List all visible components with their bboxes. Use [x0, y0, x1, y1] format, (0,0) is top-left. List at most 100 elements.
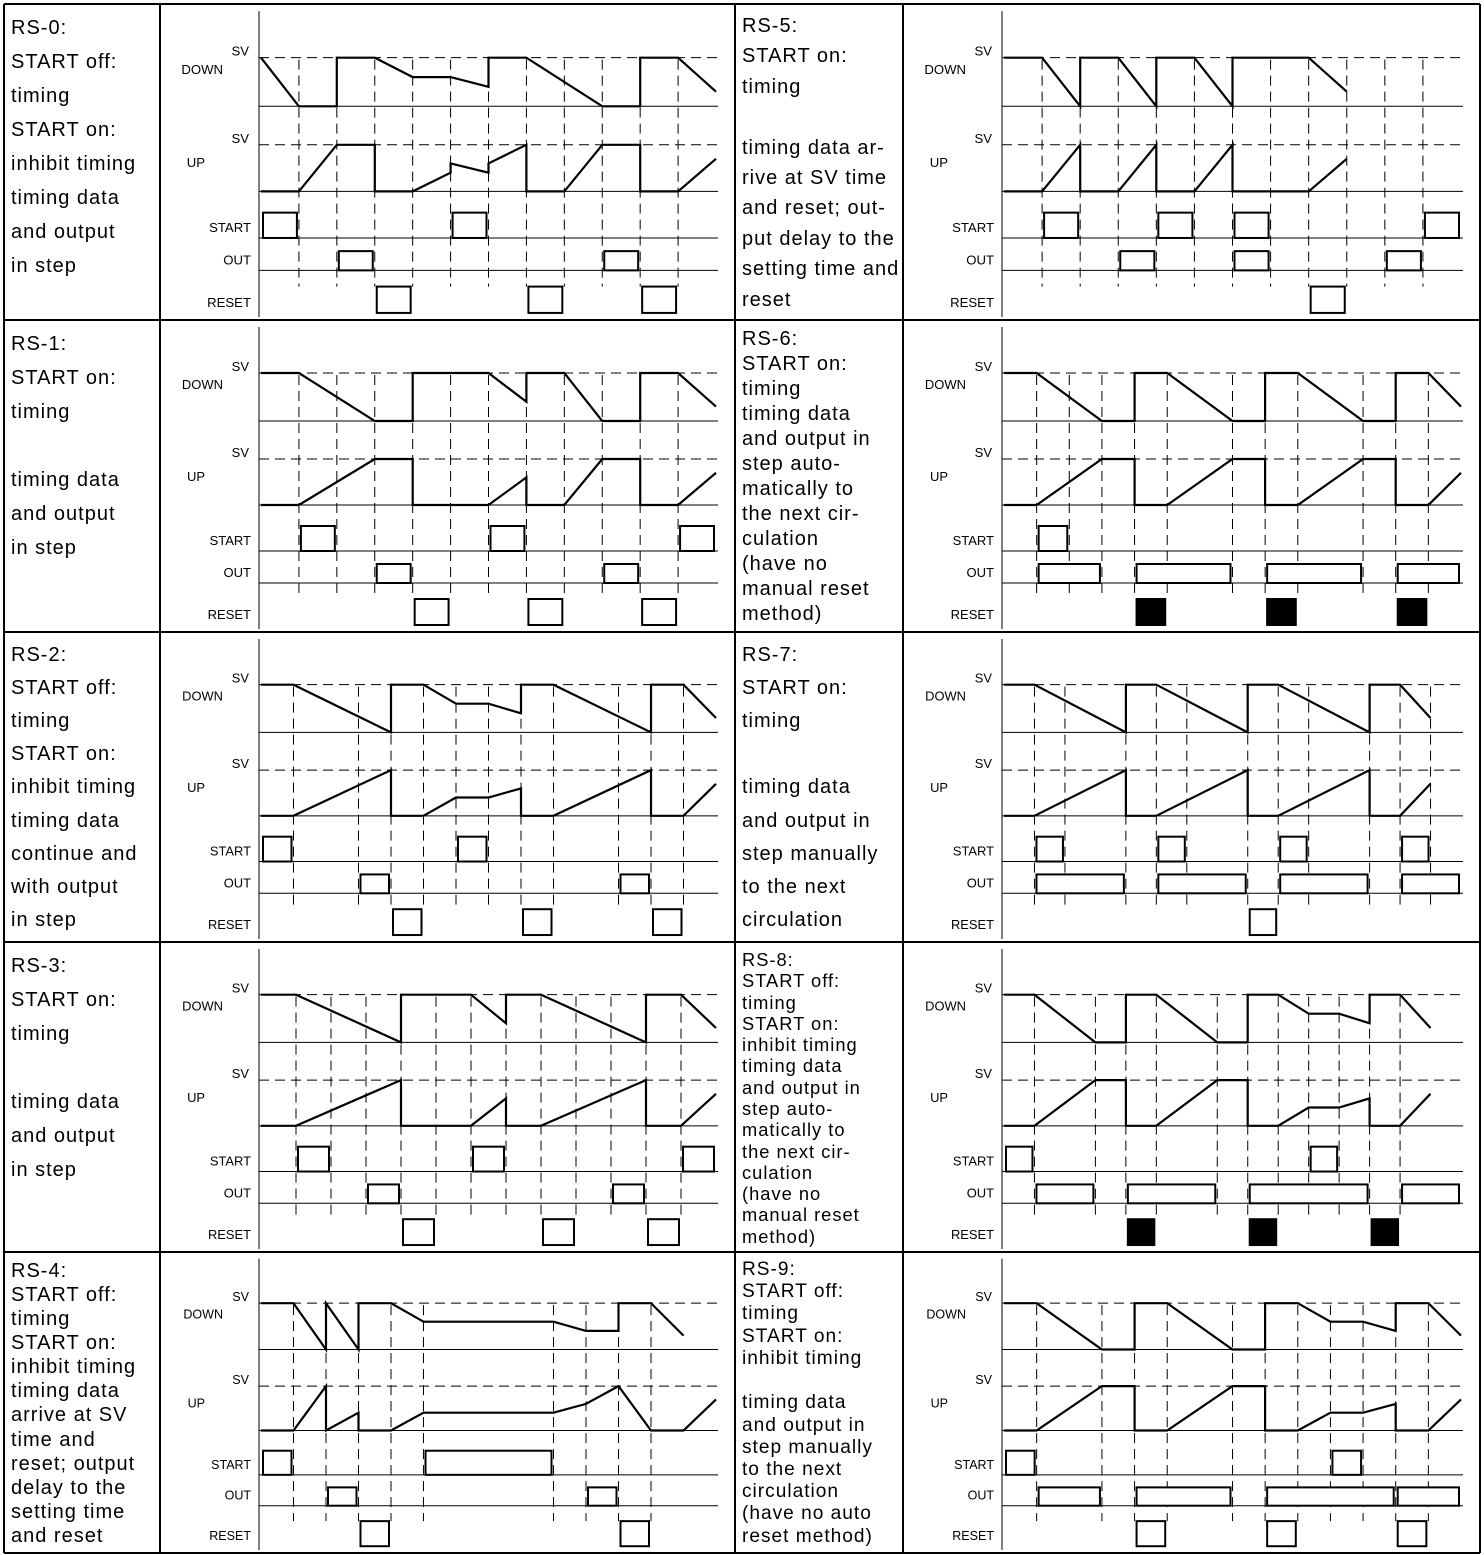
mode-description-line: timing: [742, 75, 802, 98]
mode-description-line: manual reset: [742, 578, 870, 600]
down-label: DOWN: [181, 62, 223, 77]
mode-description-line: START on:: [742, 45, 848, 68]
out-pulse: [327, 1486, 358, 1507]
mode-description-line: reset method): [742, 1525, 873, 1547]
reset-pulse: [527, 598, 564, 626]
reset-pulse: [1309, 285, 1346, 314]
mode-description-line: timing data: [11, 809, 120, 832]
out-pulse: [1135, 563, 1232, 584]
reset-label: RESET: [951, 917, 994, 932]
reset-pulse: [527, 285, 564, 314]
start-pulse: [1309, 1145, 1339, 1173]
up-counter-trace: [1004, 1079, 1432, 1127]
reset-pulse: [1396, 598, 1428, 626]
mode-description-line: setting time and: [742, 258, 898, 281]
mode-description-line: culation: [742, 528, 819, 550]
down-counter-trace: [261, 683, 717, 735]
mode-description-line: timing data: [11, 469, 120, 491]
reset-pulse: [641, 285, 678, 314]
mode-description-line: timing data: [742, 403, 851, 425]
reset-label: RESET: [208, 917, 251, 932]
reset-label: RESET: [208, 1227, 251, 1242]
mode-description-line: timing: [742, 710, 802, 733]
down-counter-trace: [1004, 371, 1462, 423]
mode-description-line: START on:: [742, 677, 848, 700]
mode-description-line: step manually: [742, 1436, 873, 1458]
sv-label: SV: [975, 359, 993, 374]
out-label: OUT: [967, 875, 994, 890]
out-pulse: [1396, 563, 1461, 584]
mode-description-line: inhibit timing: [742, 1034, 858, 1056]
reset-pulse: [619, 1520, 650, 1548]
mode-id-label: RS-7:: [742, 644, 799, 666]
mode-description-line: the next cir-: [742, 1140, 851, 1162]
reset-pulse: [1266, 1520, 1297, 1548]
sv-label: SV: [232, 1066, 250, 1081]
up-label: UP: [930, 469, 948, 484]
down-label: DOWN: [183, 1308, 223, 1322]
mode-description-line: culation: [742, 1161, 814, 1183]
mode-id-label: RS-5:: [742, 15, 799, 37]
mode-description-line: timing: [11, 710, 71, 733]
out-pulse: [587, 1486, 618, 1507]
sv-label: SV: [232, 756, 250, 771]
up-label: UP: [930, 1090, 948, 1105]
mode-description-line: arrive at SV: [11, 1404, 128, 1427]
mode-description-line: step auto-: [742, 453, 841, 475]
sv-label: SV: [975, 671, 993, 686]
sv-label: SV: [974, 131, 992, 146]
mode-id-label: RS-8:: [742, 949, 794, 970]
sv-label: SV: [232, 445, 250, 460]
sv-label: SV: [975, 981, 993, 996]
mode-description-line: circulation: [742, 1481, 840, 1503]
up-counter-trace: [261, 457, 717, 507]
out-pulse: [1266, 563, 1363, 584]
mode-description-line: [11, 1051, 155, 1085]
start-label: START: [952, 220, 994, 235]
reset-pulse: [375, 285, 412, 314]
mode-description-line: matically to: [742, 478, 855, 500]
reset-pulse: [1126, 1218, 1156, 1247]
sv-label: SV: [975, 1066, 993, 1081]
mode-description-line: timing data: [11, 1380, 120, 1403]
mode-id-label: RS-3:: [11, 955, 68, 977]
out-pulse: [1401, 1183, 1461, 1205]
sv-label: SV: [975, 1290, 992, 1304]
up-label: UP: [187, 780, 205, 795]
out-pulse: [1248, 1183, 1369, 1205]
sv-label: SV: [975, 756, 993, 771]
mode-description-line: the next cir-: [742, 503, 860, 525]
mode-description-line: timing: [11, 401, 71, 423]
out-pulse: [603, 563, 640, 584]
start-pulse: [1157, 835, 1186, 863]
mode-description-line: and output in: [742, 428, 871, 450]
reset-label: RESET: [208, 607, 251, 622]
down-counter-trace: [261, 371, 717, 423]
mode-description-line: method): [742, 1225, 817, 1247]
up-label: UP: [187, 469, 205, 484]
sv-label: SV: [975, 1373, 992, 1387]
up-label: UP: [187, 155, 206, 170]
reset-label: RESET: [952, 1529, 994, 1543]
out-pulse: [1126, 1183, 1217, 1205]
mode-description-line: timing data: [11, 1091, 120, 1113]
start-pulse: [1035, 835, 1064, 863]
start-pulse: [457, 835, 488, 863]
mode-description-line: [742, 102, 898, 132]
reset-pulse: [1248, 1218, 1278, 1247]
reset-pulse: [359, 1520, 390, 1548]
out-label: OUT: [966, 252, 994, 267]
mode-description-line: rive at SV time: [742, 166, 888, 189]
out-pulse: [1266, 1486, 1395, 1507]
up-label: UP: [930, 780, 948, 795]
out-label: OUT: [224, 875, 251, 890]
